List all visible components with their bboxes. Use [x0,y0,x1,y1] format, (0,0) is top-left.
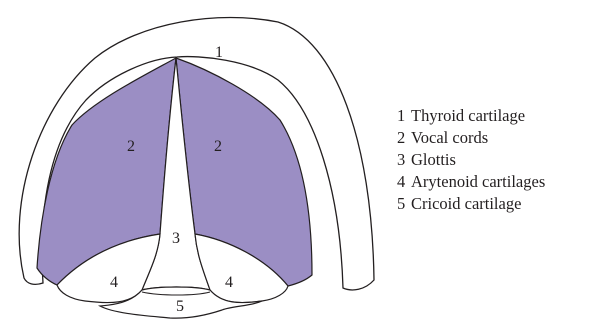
legend-number: 5 [397,193,411,215]
legend-number: 4 [397,171,411,193]
label-arytenoid-right-number: 4 [225,274,233,291]
legend-text: Cricoid cartilage [411,194,521,213]
label-cricoid-number: 5 [176,298,184,315]
label-vocal-left-number: 2 [127,138,135,155]
legend-text: Glottis [411,150,456,169]
label-vocal-right-number: 2 [214,138,222,155]
label-thyroid-number: 1 [215,44,223,61]
legend-text: Arytenoid cartilages [411,172,545,191]
legend-number: 1 [397,105,411,127]
legend-text: Vocal cords [411,128,488,147]
legend-number: 3 [397,149,411,171]
legend-number: 2 [397,127,411,149]
label-arytenoid-left-number: 4 [110,274,118,291]
label-glottis-number: 3 [172,230,180,247]
legend-text: Thyroid cartilage [411,106,525,125]
